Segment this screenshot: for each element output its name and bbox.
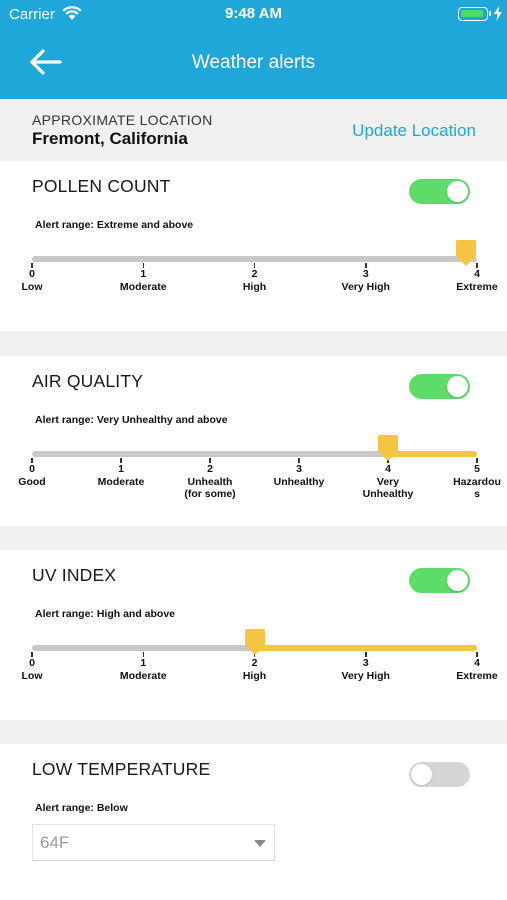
tick-label: s [474,488,480,500]
charging-icon [494,6,502,21]
slider-fill [254,645,477,651]
status-time: 9:48 AM [225,5,282,22]
low-temperature-alert-range: Alert range: Below [35,802,128,814]
tick-number: 3 [362,268,369,280]
status-bar: Carrier 9:48 AM [0,0,507,30]
tick-label: Low [21,280,43,293]
tick-label: Moderate [119,669,167,682]
tick-label: High [242,280,267,293]
tick-number: 0 [29,657,35,669]
tick-number: 2 [251,657,258,669]
tick-number: 1 [140,268,147,280]
tick-number: 0 [29,463,35,475]
low-temperature-card: LOW TEMPERATURE Alert range: Below 64F [0,744,507,900]
location-bar: APPROXIMATE LOCATION Fremont, California… [0,99,507,161]
back-arrow-icon[interactable] [28,46,64,78]
app-header: Carrier 9:48 AM Weather alerts [0,0,507,99]
slider-fill [388,451,477,457]
tick-label: High [242,669,267,682]
chevron-down-icon [254,840,266,847]
tick-number: 0 [29,268,35,280]
low-temperature-select[interactable]: 64F [32,824,275,861]
tick-number: 5 [474,463,480,475]
slider-thumb[interactable] [377,435,399,462]
tick-label: Low [21,669,43,682]
tick-label: Extreme [456,280,498,293]
pollen-count-title: POLLEN COUNT [32,176,171,196]
tick-label: Very High [341,280,390,293]
wifi-icon [62,6,82,20]
tick-number: 1 [118,463,124,475]
location-label: APPROXIMATE LOCATION [32,112,213,128]
tick-number: 3 [296,463,302,475]
low-temperature-toggle[interactable] [409,762,470,787]
update-location-button[interactable]: Update Location [352,121,476,140]
carrier-label: Carrier [9,6,55,23]
battery-icon [458,7,491,21]
tick-label: Very [376,475,400,488]
slider-thumb[interactable] [244,629,266,656]
air-quality-card: AIR QUALITY Alert range: Very Unhealthy … [0,356,507,526]
tick-label: Very High [341,669,390,682]
low-temperature-value: 64F [40,833,70,852]
pollen-count-card: POLLEN COUNT Alert range: Extreme and ab… [0,161,507,331]
air-quality-toggle[interactable] [409,374,470,399]
tick-label: (for some) [184,488,236,500]
tick-number: 3 [362,657,369,669]
uv-index-alert-range: Alert range: High and above [35,608,176,620]
tick-number: 2 [207,463,213,475]
tick-label: Good [18,475,46,488]
page-title: Weather alerts [191,52,316,73]
slider-track[interactable] [32,451,477,457]
uv-index-toggle[interactable] [409,568,470,593]
low-temperature-title: LOW TEMPERATURE [32,759,211,779]
tick-number: 4 [385,463,391,475]
tick-label: Unhealth [187,475,233,488]
tick-number: 1 [140,657,147,669]
slider-track[interactable] [32,256,477,262]
tick-label: Moderate [97,475,145,488]
tick-label: Unhealthy [273,475,325,488]
tick-number: 4 [474,657,480,669]
air-quality-alert-range: Alert range: Very Unhealthy and above [35,414,228,426]
tick-label: Unhealthy [362,488,414,500]
tick-number: 2 [251,268,258,280]
pollen-count-toggle[interactable] [409,179,470,204]
uv-index-title: UV INDEX [32,565,117,585]
location-value: Fremont, California [32,129,188,148]
slider-thumb[interactable] [455,240,477,267]
tick-label: Extreme [456,669,498,682]
tick-label: Moderate [119,280,167,293]
tick-label: Hazardou [453,475,501,488]
air-quality-title: AIR QUALITY [32,371,144,391]
pollen-count-alert-range: Alert range: Extreme and above [35,219,194,231]
tick-number: 4 [474,268,480,280]
